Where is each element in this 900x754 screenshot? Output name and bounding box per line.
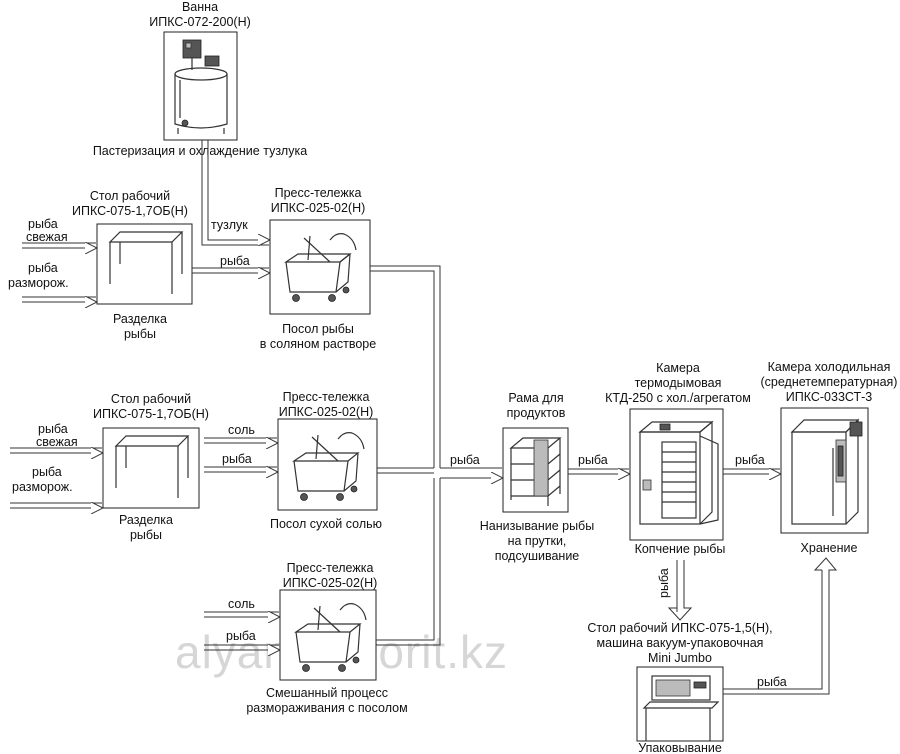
node-product-frame: Рама для продуктов Нанизывание рыбы на п… — [480, 391, 594, 563]
arrow-packer-cooler-b — [723, 557, 838, 695]
label-t1-in1b: свежая — [26, 230, 68, 244]
table2-caption-2: рыбы — [130, 528, 162, 542]
label-t2-in2b: разморож. — [12, 480, 73, 494]
label-p2-salt: соль — [228, 423, 255, 437]
cooler-caption-1: Хранение — [801, 541, 858, 555]
packer-title-2: машина вакуум-упаковочная — [597, 636, 764, 650]
arrow-brine-b — [207, 140, 269, 240]
press-trolley-icon — [294, 603, 367, 672]
work-table-icon — [114, 435, 190, 498]
press2-title-2: ИПКС-025-02(Н) — [279, 405, 374, 419]
label-t1-in2b: разморож. — [8, 276, 69, 290]
label-p3-salt: соль — [228, 597, 255, 611]
packer-frame — [636, 666, 724, 742]
arrow-packer-cooler-a — [723, 570, 823, 690]
label-t1-in1a: рыба — [28, 217, 58, 231]
press-trolley-icon — [292, 432, 365, 501]
flow-connectors — [10, 140, 838, 695]
press2-title-1: Пресс-тележка — [283, 390, 370, 404]
node-packing: Стол рабочий ИПКС-075-1,5(Н), машина вак… — [587, 621, 772, 754]
arrow-brine-a — [201, 140, 269, 246]
smoke-chamber-icon — [638, 420, 719, 525]
press1-caption-1: Посол рыбы — [282, 322, 354, 336]
packer-caption-1: Упаковывание — [638, 741, 722, 754]
table1-caption-2: рыбы — [124, 327, 156, 341]
label-to-cooler: рыба — [735, 453, 765, 467]
arrow-press3-collector-a — [376, 478, 435, 641]
label-pack-to-cooler: рыба — [757, 675, 787, 689]
node-table-2: Стол рабочий ИПКС-075-1,7ОБ(Н) Разделка … — [93, 392, 209, 542]
bath-title-2: ИПКС-072-200(Н) — [149, 15, 251, 29]
frame-title-1: Рама для — [508, 391, 563, 405]
flow-labels: рыба свежая рыба разморож. рыба тузлук р… — [8, 217, 787, 689]
label-brine: тузлук — [211, 218, 248, 232]
smoker-title-1: Камера — [656, 361, 700, 375]
press-trolley-icon — [284, 233, 357, 302]
node-bath: Ванна ИПКС-072-200(Н) Пастеризация и охл… — [93, 0, 307, 158]
label-to-packer: рыба — [657, 568, 671, 598]
vacuum-packer-icon — [642, 675, 720, 741]
work-table-icon — [108, 231, 184, 294]
packer-title-1: Стол рабочий ИПКС-075-1,5(Н), — [587, 621, 772, 635]
table2-title-1: Стол рабочий — [111, 392, 191, 406]
cold-chamber-icon — [790, 418, 863, 525]
node-table-1: Стол рабочий ИПКС-075-1,7ОБ(Н) Разделка … — [72, 189, 193, 341]
press1-caption-2: в соляном растворе — [260, 337, 376, 351]
smoker-title-2: термодымовая — [635, 376, 722, 390]
arrow-smoker-packer-b — [667, 560, 693, 621]
cooler-title-3: ИПКС-033СТ-3 — [786, 390, 873, 404]
label-t1-out: рыба — [220, 254, 250, 268]
press3-frame — [279, 589, 377, 681]
table2-caption-1: Разделка — [119, 513, 173, 527]
press1-title-2: ИПКС-025-02(Н) — [271, 201, 366, 215]
label-t2-in1a: рыба — [38, 422, 68, 436]
press3-caption-1: Смешанный процесс — [266, 686, 388, 700]
arrow-press1-collector-a — [370, 265, 441, 468]
press1-title-1: Пресс-тележка — [275, 186, 362, 200]
label-t2-in1b: свежая — [36, 435, 78, 449]
node-press-2: Пресс-тележка ИПКС-025-02(Н) Посол сухой… — [270, 390, 382, 531]
press3-title-2: ИПКС-025-02(Н) — [283, 576, 378, 590]
packer-title-3: Mini Jumbo — [648, 651, 712, 665]
press2-frame — [277, 418, 378, 511]
label-p2-fish: рыба — [222, 452, 252, 466]
bath-title-1: Ванна — [182, 0, 218, 14]
frame-caption-2: на прутки, — [508, 534, 567, 548]
label-to-smoker: рыба — [578, 453, 608, 467]
node-press-1: Пресс-тележка ИПКС-025-02(Н) Посол рыбы … — [260, 186, 376, 351]
cooler-title-1: Камера холодильная — [768, 360, 891, 374]
label-p3-fish: рыба — [226, 629, 256, 643]
bath-tank-icon — [174, 39, 228, 134]
table1-title-1: Стол рабочий — [90, 189, 170, 203]
press3-caption-2: размораживания с посолом — [246, 701, 407, 715]
table1-title-2: ИПКС-075-1,7ОБ(Н) — [72, 204, 188, 218]
bath-caption: Пастеризация и охлаждение тузлука — [93, 144, 307, 158]
press3-title-1: Пресс-тележка — [287, 561, 374, 575]
arrow-press3-collector-b — [376, 478, 441, 646]
node-press-3: Пресс-тележка ИПКС-025-02(Н) Смешанный п… — [246, 561, 407, 715]
table1-caption-1: Разделка — [113, 312, 167, 326]
smoker-caption-1: Копчение рыбы — [635, 542, 726, 556]
frame-caption-1: Нанизывание рыбы — [480, 519, 594, 533]
node-smoke-chamber: Камера термодымовая КТД-250 с хол./агрег… — [605, 361, 751, 556]
frame-title-2: продуктов — [507, 406, 566, 420]
arrow-press1-collector-b — [370, 270, 435, 468]
frame-caption-3: подсушивание — [495, 549, 580, 563]
press2-caption-1: Посол сухой солью — [270, 517, 382, 531]
label-to-frame: рыба — [450, 453, 480, 467]
label-t2-in2a: рыба — [32, 465, 62, 479]
smoker-title-3: КТД-250 с хол./агрегатом — [605, 391, 751, 405]
cooler-title-2: (среднетемпературная) — [761, 375, 898, 389]
table2-title-2: ИПКС-075-1,7ОБ(Н) — [93, 407, 209, 421]
press1-frame — [269, 219, 371, 315]
label-t1-in2a: рыба — [28, 261, 58, 275]
rack-icon — [509, 437, 562, 506]
node-cold-chamber: Камера холодильная (среднетемпературная)… — [761, 360, 898, 555]
